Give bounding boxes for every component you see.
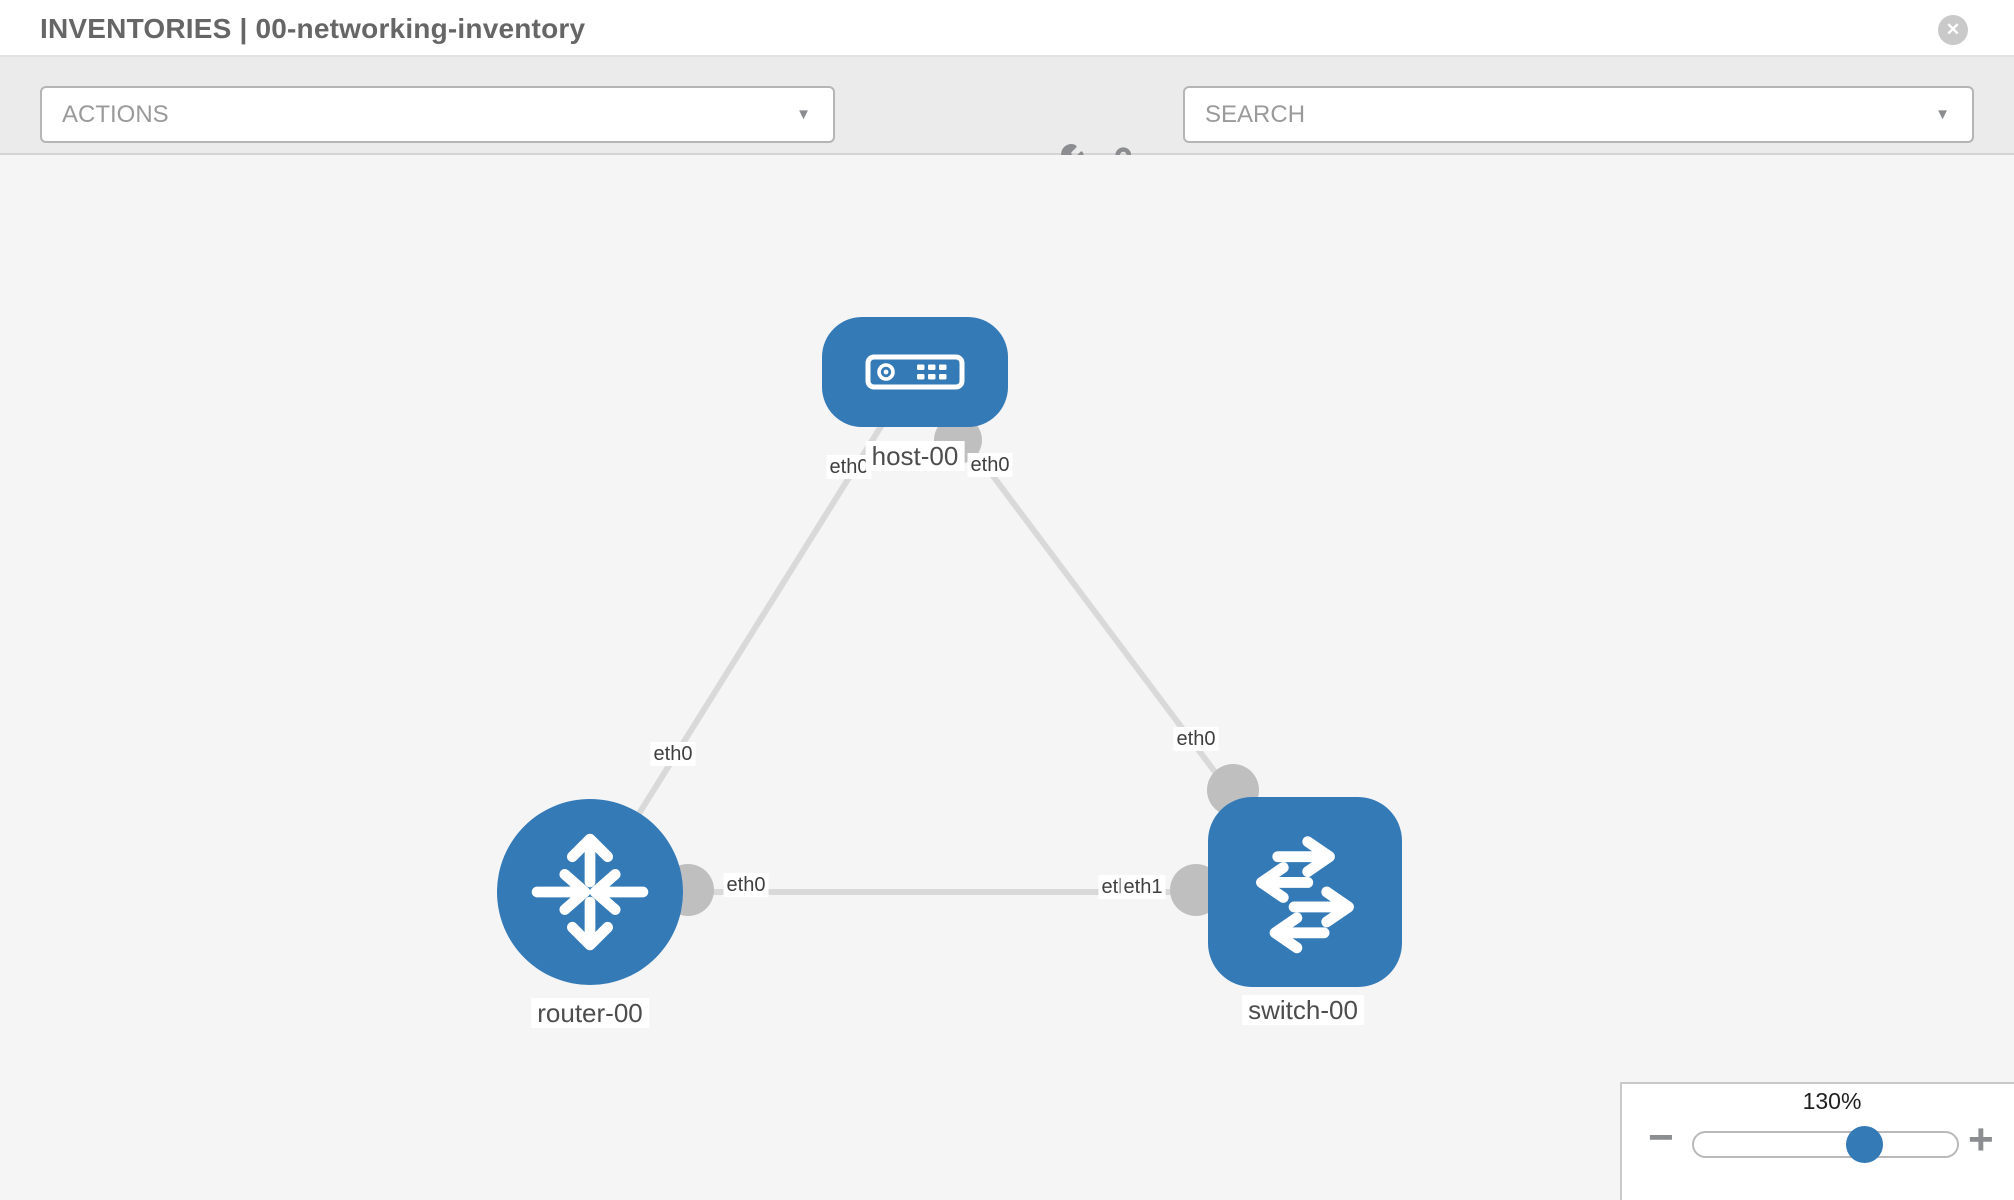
actions-dropdown[interactable]: ACTIONS ▼	[40, 86, 835, 143]
node-label-router-00: router-00	[531, 998, 649, 1028]
interface-label-switch-top: eth0	[1173, 727, 1219, 751]
switch-icon	[1256, 836, 1354, 954]
interface-label-switch-left-front: eth1	[1120, 875, 1166, 899]
node-router-00[interactable]	[497, 799, 683, 985]
zoom-slider-handle[interactable]	[1846, 1126, 1883, 1163]
chevron-down-icon: ▼	[796, 106, 811, 123]
toolbar: ACTIONS ▼ SEARCH ▼	[0, 57, 2014, 180]
interface-label-router-right: eth0	[723, 873, 769, 897]
close-button[interactable]: ✕	[1938, 15, 1968, 45]
interface-label-host-left: eth0	[826, 455, 872, 479]
plus-icon: +	[1968, 1115, 1994, 1164]
search-dropdown[interactable]: SEARCH ▼	[1183, 86, 1974, 143]
topology-canvas[interactable]: host-00 router-00 switch-00 eth0 eth0 et…	[0, 155, 2014, 1200]
host-icon	[865, 354, 965, 390]
zoom-level: 130%	[1802, 1088, 1862, 1114]
zoom-in-button[interactable]: +	[1968, 1118, 1994, 1162]
zoom-slider[interactable]	[1692, 1126, 1959, 1163]
zoom-panel: 130% − +	[1620, 1082, 2014, 1200]
chevron-down-icon: ▼	[1935, 106, 1950, 123]
node-label-switch-00: switch-00	[1242, 995, 1364, 1025]
node-host-00[interactable]	[822, 317, 1008, 427]
minus-icon: −	[1648, 1113, 1674, 1162]
header: INVENTORIES | 00-networking-inventory ✕	[0, 0, 2014, 57]
actions-dropdown-label: ACTIONS	[62, 100, 169, 128]
router-icon	[531, 833, 649, 951]
interface-label-router-top: eth0	[650, 742, 696, 766]
node-switch-00[interactable]	[1208, 797, 1402, 987]
interface-label-host-right: eth0	[967, 453, 1013, 477]
zoom-out-button[interactable]: −	[1648, 1116, 1674, 1160]
search-dropdown-label: SEARCH	[1205, 100, 1306, 128]
topology-links	[587, 370, 1308, 916]
close-icon: ✕	[1945, 20, 1961, 39]
node-label-host-00: host-00	[865, 441, 965, 471]
page-title: INVENTORIES | 00-networking-inventory	[40, 13, 586, 44]
